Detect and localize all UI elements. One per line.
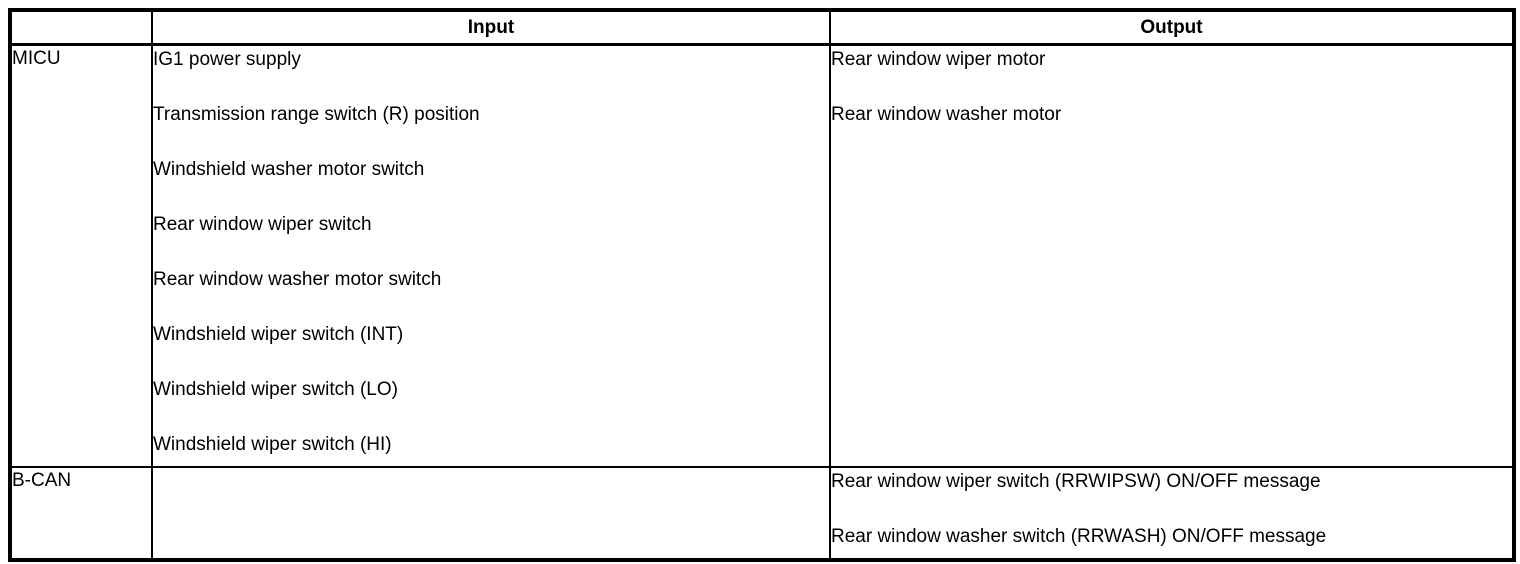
input-item: Windshield washer motor switch [153, 159, 425, 180]
input-item: Windshield wiper switch (LO) [153, 379, 398, 400]
input-item: Rear window washer motor switch [153, 269, 442, 290]
header-row: Input Output [9, 9, 1515, 46]
output-item: Rear window wiper switch (RRWIPSW) ON/OF… [831, 471, 1321, 492]
bcan-output-list: Rear window wiper switch (RRWIPSW) ON/OF… [829, 466, 1515, 561]
table-row-bcan: B-CAN Rear window wiper switch (RRWIPSW)… [9, 466, 1515, 561]
input-item: Transmission range switch (R) position [153, 104, 480, 125]
output-item: Rear window washer switch (RRWASH) ON/OF… [831, 526, 1327, 547]
micu-input-list: IG1 power supply Transmission range swit… [151, 43, 831, 468]
input-item: IG1 power supply [153, 49, 301, 70]
output-item: Rear window washer motor [831, 104, 1062, 125]
output-item: Rear window wiper motor [831, 49, 1046, 70]
row-label-bcan: B-CAN [9, 466, 153, 561]
input-output-table: Input Output MICU IG1 power supply Trans… [8, 8, 1516, 562]
header-output-cell: Output [829, 9, 1515, 46]
input-item: Windshield wiper switch (INT) [153, 324, 404, 345]
header-corner-cell [9, 9, 153, 46]
table-row-micu: MICU IG1 power supply Transmission range… [9, 43, 1515, 468]
bcan-input-list [151, 466, 831, 561]
row-label-micu: MICU [9, 43, 153, 468]
input-item: Rear window wiper switch [153, 214, 372, 235]
header-input-cell: Input [151, 9, 831, 46]
input-item: Windshield wiper switch (HI) [153, 434, 392, 455]
micu-output-list: Rear window wiper motor Rear window wash… [829, 43, 1515, 468]
